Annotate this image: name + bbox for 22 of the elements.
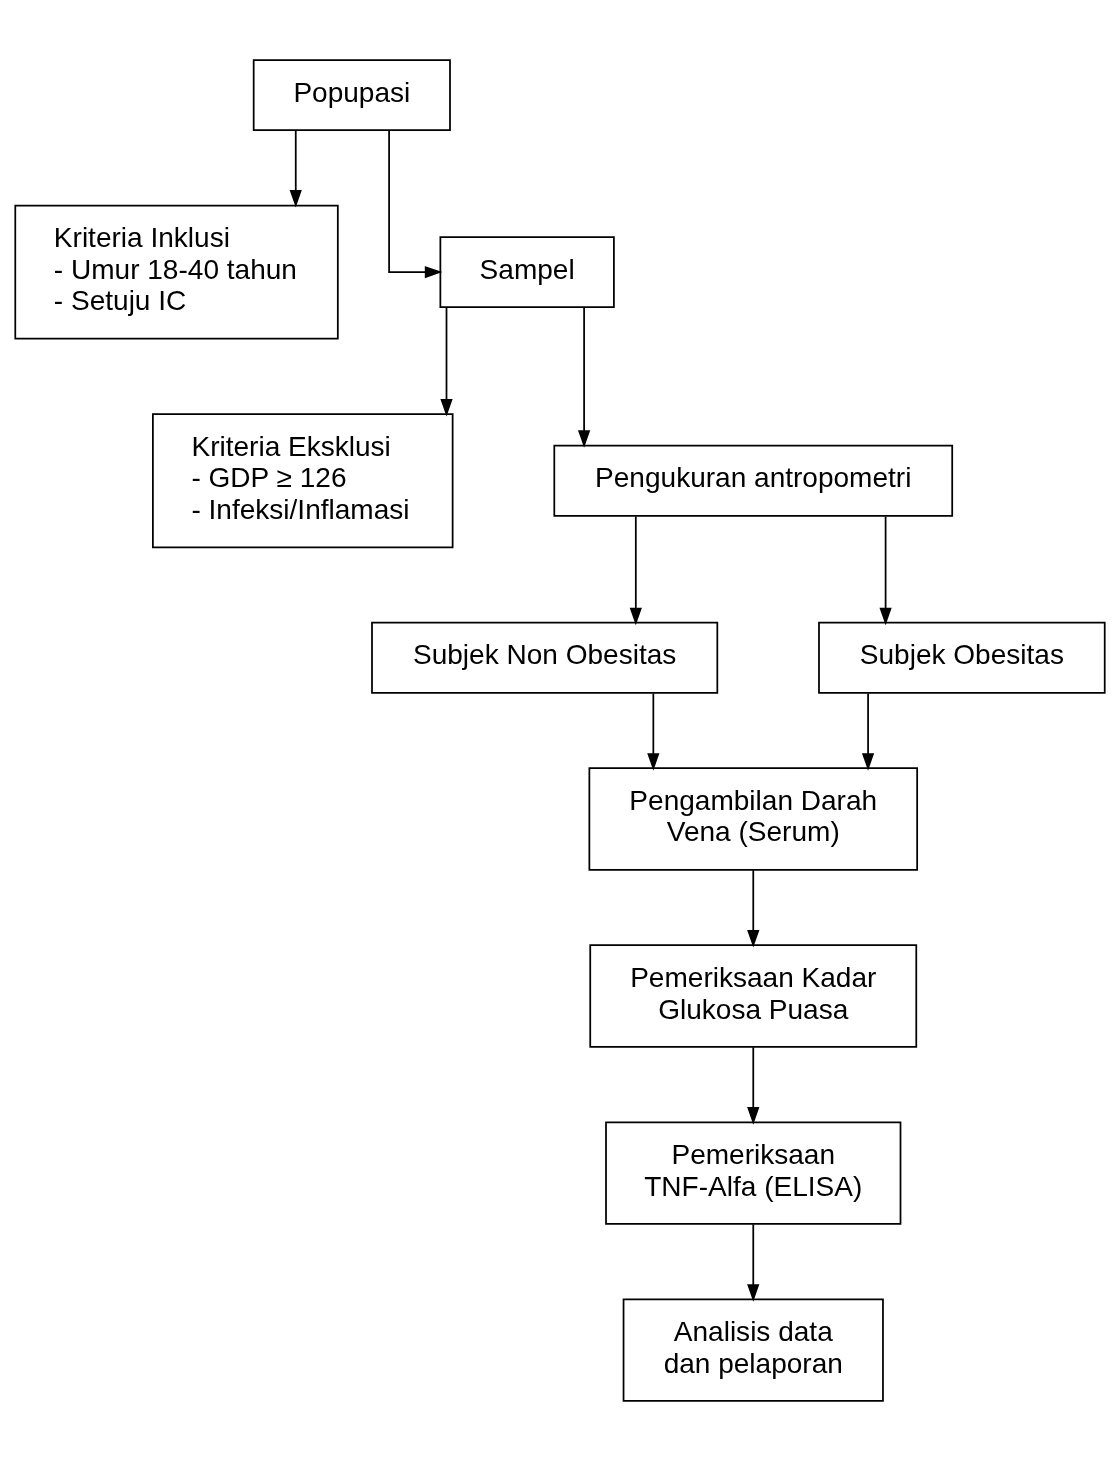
arrow <box>861 692 875 771</box>
arrow <box>747 1222 760 1302</box>
arrow <box>388 129 443 278</box>
arrow <box>747 1045 760 1125</box>
node-box: Kriteria Inklusi - Umur 18-40 tahun - Setuju IC <box>14 204 339 340</box>
arrow <box>577 306 591 448</box>
node-box: Popupasi <box>252 58 451 131</box>
node-box: Subjek Non Obesitas <box>371 621 719 694</box>
node-box: Subjek Obesitas <box>818 621 1106 694</box>
node-box: Pemeriksaan TNF-Alfa (ELISA) <box>605 1120 902 1225</box>
node-box: Pemeriksaan Kadar Glukosa Puasa <box>589 943 918 1048</box>
node-box: Pengukuran antropometri <box>553 444 954 517</box>
node-box: Sampel <box>439 235 615 308</box>
arrow <box>440 306 453 417</box>
arrow <box>289 129 302 207</box>
arrow <box>629 515 642 625</box>
arrow <box>879 515 892 625</box>
node-box: Kriteria Eksklusi - GDP ≥ 126 - Infeksi/Inflamasi <box>152 412 454 548</box>
arrow <box>647 692 660 771</box>
arrow <box>747 868 760 948</box>
node-box: Analisis data dan pelaporan <box>622 1297 884 1402</box>
node-box: Pengambilan Darah Vena (Serum) <box>588 766 919 871</box>
